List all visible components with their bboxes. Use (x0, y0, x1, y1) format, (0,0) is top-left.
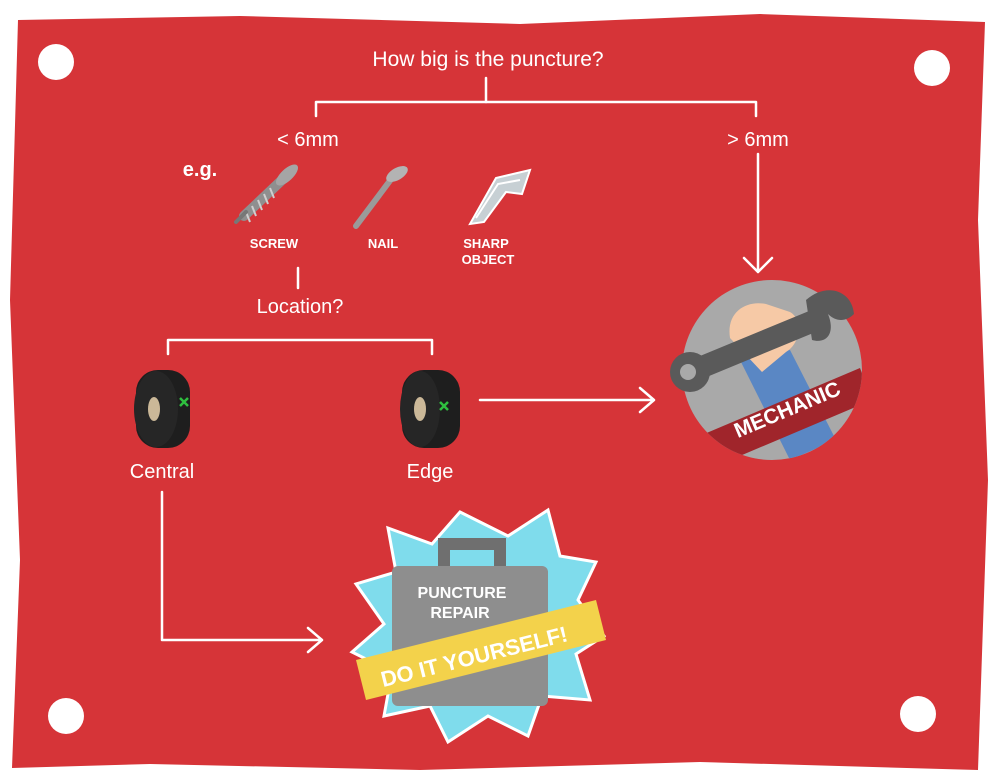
sharp-object-icon (468, 168, 532, 226)
sharp-object-label-line1: SHARP (463, 236, 509, 251)
edge-to-mechanic-arrow (478, 386, 656, 414)
large-branch-label: > 6mm (727, 129, 789, 151)
diy-repair-kit: PUNCTURE REPAIR DO IT YOURSELF! (349, 507, 607, 745)
pin-hole-bottom-left (48, 698, 84, 734)
wrench-icon (670, 290, 854, 392)
pin-hole-bottom-right (900, 696, 936, 732)
nail-icon (353, 166, 408, 229)
pin-hole-top-right (914, 50, 950, 86)
central-tyre-icon (134, 370, 190, 448)
sharp-object-label-line2: OBJECT (462, 252, 515, 267)
small-branch-label: < 6mm (277, 129, 339, 151)
pin-hole-top-left (38, 44, 74, 80)
mechanic-badge: MECHANIC (670, 280, 862, 460)
screw-icon (234, 164, 299, 224)
location-branch-bracket (166, 338, 434, 356)
central-label: Central (130, 461, 194, 483)
kit-label-line2: REPAIR (430, 605, 490, 622)
size-branch-bracket (314, 100, 758, 118)
edge-tyre-icon (400, 370, 460, 448)
large-puncture-arrow (742, 152, 774, 274)
location-question: Location? (257, 296, 344, 318)
kit-label-line1: PUNCTURE (418, 585, 507, 602)
main-question: How big is the puncture? (372, 48, 603, 71)
edge-label: Edge (407, 461, 454, 483)
screw-label: SCREW (250, 236, 299, 251)
nail-label: NAIL (368, 236, 398, 251)
central-to-diy-arrow (160, 490, 324, 654)
examples-label: e.g. (183, 159, 217, 181)
